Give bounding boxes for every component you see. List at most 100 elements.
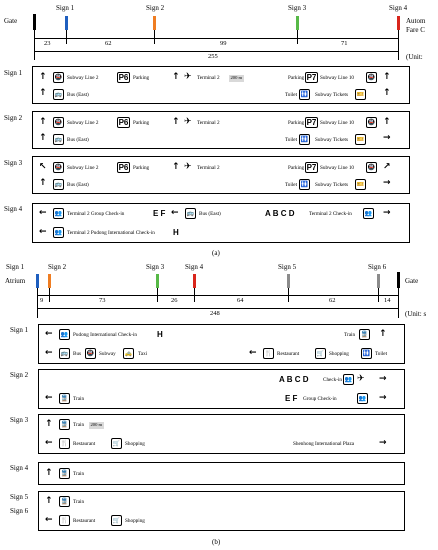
train-icon: 🚆: [59, 419, 70, 430]
arrow-left-icon: ←: [45, 438, 53, 448]
sign-panel-b3: ↑ 🚆 Train 200 m ← 🍴 Restaurant 🛒 Shoppin…: [38, 414, 405, 454]
arrow-up-icon: ↑: [172, 162, 180, 172]
checkin-icon: 👥: [53, 227, 64, 238]
parking-p7-icon: P7: [305, 117, 318, 128]
seg-b1: 9: [40, 297, 44, 304]
end-label-line1: Autom: [406, 17, 426, 25]
seg-b3: 26: [171, 297, 178, 304]
sign-b3-label: Sign 3: [146, 263, 165, 271]
subway-icon: 🚇: [53, 72, 64, 83]
panel-label-b1: Sign 1: [10, 326, 29, 334]
toilet-icon: 🚻: [299, 134, 310, 145]
panel-label-a3: Sign 3: [4, 159, 23, 167]
arrow-left-icon: ←: [39, 208, 47, 218]
taxi-icon: 🚕: [123, 348, 134, 359]
airplane-icon: ✈: [184, 162, 192, 172]
parking-p7-icon: P7: [305, 72, 318, 83]
toilet-icon: 🚻: [361, 348, 372, 359]
arrow-right-icon: →: [379, 393, 387, 403]
restaurant-icon: 🍴: [59, 515, 70, 526]
bus-icon: 🚌: [59, 348, 70, 359]
bus-icon: 🚌: [53, 134, 64, 145]
arrow-up-icon: ↑: [39, 117, 47, 127]
checkin-icon: 👥: [343, 374, 354, 385]
subway-icon: 🚇: [366, 117, 377, 128]
ticket-icon: 🎫: [355, 179, 366, 190]
parking-p7-icon: P7: [305, 162, 318, 173]
arrow-left-icon: ←: [45, 329, 53, 339]
arrow-up-icon: ↑: [45, 419, 53, 429]
subway-icon: 🚇: [53, 117, 64, 128]
train-icon: 🚆: [59, 393, 70, 404]
sign-a3-post: [296, 16, 299, 30]
arrow-up-icon: ↑: [39, 133, 47, 143]
parking-p6-icon: P6: [117, 117, 130, 128]
seg-b6: 14: [384, 297, 391, 304]
seg-a4: 71: [341, 40, 348, 47]
sign-b3-post: [156, 274, 159, 288]
arrow-right-icon: →: [383, 133, 391, 143]
seg-b4: 64: [237, 297, 244, 304]
arrow-left-icon: ←: [39, 227, 47, 237]
restaurant-icon: 🍴: [263, 348, 274, 359]
toilet-icon: 🚻: [299, 89, 310, 100]
seg-b2: 73: [99, 297, 106, 304]
train-icon: 🚆: [59, 496, 70, 507]
seg-b5: 62: [329, 297, 336, 304]
restaurant-icon: 🍴: [59, 438, 70, 449]
panel-label-b4: Sign 4: [10, 464, 29, 472]
caption-a: (a): [212, 249, 220, 257]
panel-label-a2: Sign 2: [4, 114, 23, 122]
panel-label-a1: Sign 1: [4, 69, 23, 77]
gate-post-b: [397, 272, 400, 288]
airplane-icon: ✈: [184, 72, 192, 82]
arrow-up-right-icon: ↗: [383, 162, 391, 172]
parking-p6-icon: P6: [117, 162, 130, 173]
bus-icon: 🚌: [53, 179, 64, 190]
toilet-icon: 🚻: [299, 179, 310, 190]
arrow-up-icon: ↑: [172, 117, 180, 127]
sign-a2-post: [153, 16, 156, 30]
arrow-left-icon: ←: [45, 393, 53, 403]
sign-panel-b4: ↑ 🚆 Train: [38, 462, 405, 485]
arrow-right-icon: →: [379, 374, 387, 384]
gate-label: Gate: [4, 17, 18, 25]
arrow-up-icon: ↑: [379, 329, 387, 339]
sign-b5-post: [287, 274, 290, 288]
dimension-line-a: [34, 38, 398, 39]
train-icon: 🚆: [359, 329, 370, 340]
sign-b1-label: Sign 1: [6, 263, 25, 271]
sign-a4-post: [397, 16, 400, 30]
arrow-right-icon: →: [383, 208, 391, 218]
seg-a3: 99: [220, 40, 227, 47]
seg-a1: 23: [44, 40, 51, 47]
sign-panel-a2: ↑ 🚇 Subway Line 2 P6 Parking ↑ ✈ Termina…: [32, 111, 410, 149]
total-b: 248: [210, 310, 220, 317]
sign-b4-post: [193, 274, 196, 288]
checkin-icon: 👥: [357, 393, 368, 404]
panel-label-b6: Sign 6: [10, 507, 29, 515]
sign-panel-a1: ↑ 🚇 Subway Line 2 P6 Parking ↑ ✈ Termina…: [32, 66, 410, 104]
arrow-right-icon: →: [379, 438, 387, 448]
sign-a1-post: [65, 16, 68, 30]
end-label-line2: Fare C: [406, 26, 425, 34]
sign-panel-a4: ← 👥 Terminal 2 Group Check-in E F ← 🚌 Bu…: [32, 203, 410, 243]
sign-panel-b5-b6: ↑ 🚆 Train ← 🍴 Restaurant 🛒 Shopping: [38, 491, 405, 531]
caption-b: (b): [212, 538, 221, 546]
checkin-icon: 👥: [59, 329, 70, 340]
sign-b2-label: Sign 2: [48, 263, 67, 271]
train-icon: 🚆: [59, 468, 70, 479]
arrow-up-left-icon: ↖: [39, 162, 47, 172]
arrow-up-icon: ↑: [39, 72, 47, 82]
arrow-right-icon: →: [383, 178, 391, 188]
panel-label-a4: Sign 4: [4, 205, 23, 213]
shopping-icon: 🛒: [315, 348, 326, 359]
sign-b2-post: [48, 274, 51, 288]
sign-a2-label: Sign 2: [146, 4, 165, 12]
sign-a4-label: Sign 4: [389, 4, 408, 12]
parking-p6-icon: P6: [117, 72, 130, 83]
arrow-up-icon: ↑: [383, 72, 391, 82]
airplane-icon: ✈: [184, 117, 192, 127]
unit-b: (Unit: s: [405, 310, 427, 318]
sign-a1-label: Sign 1: [56, 4, 75, 12]
